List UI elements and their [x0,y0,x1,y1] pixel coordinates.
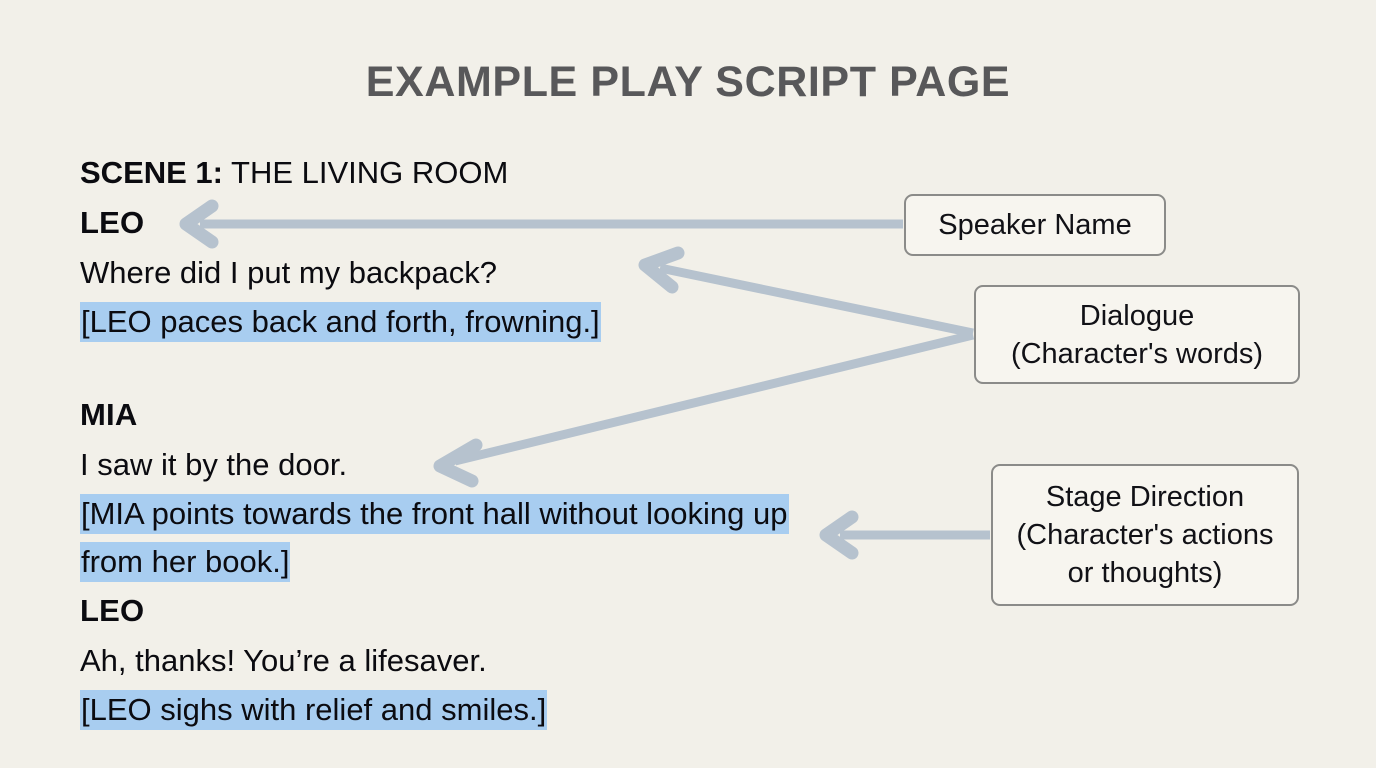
script-block: LEO Where did I put my backpack? [LEO pa… [80,198,880,346]
stage-direction-leo-1: [LEO paces back and forth, frowning.] [80,298,840,346]
scene-heading: SCENE 1: THE LIVING ROOM [80,148,880,198]
dialogue-mia: I saw it by the door. [80,447,348,482]
speaker-name-leo-2: LEO [80,593,145,628]
block-spacer [80,346,880,390]
callout-line: Speaker Name [938,209,1132,241]
script-body: SCENE 1: THE LIVING ROOM LEO Where did I… [80,148,880,734]
callout-line: Stage Direction [1045,481,1245,513]
callout-text: Speaker Name [938,206,1131,244]
dialogue-leo-1: Where did I put my backpack? [80,255,497,290]
callout-stage-direction: Stage Direction (Character's actions or … [991,464,1299,606]
speaker-name-leo-1: LEO [80,205,145,240]
stage-direction-text: [LEO paces back and forth, frowning.] [80,302,601,342]
callout-line: (Character's words) [1010,337,1264,370]
callout-line: Dialogue [1079,299,1195,332]
callout-dialogue: Dialogue (Character's words) [974,285,1300,384]
scene-setting: THE LIVING ROOM [222,155,509,190]
dialogue-leo-2: Ah, thanks! You’re a lifesaver. [80,643,487,678]
callout-text: Stage Direction (Character's actions or … [1017,478,1274,592]
script-block: LEO Ah, thanks! You’re a lifesaver. [LEO… [80,586,880,734]
stage-direction-mia: [MIA points towards the front hall witho… [80,490,840,586]
speaker-name-mia: MIA [80,397,138,432]
callout-text: Dialogue (Character's words) [1011,297,1263,373]
callout-line: (Character's actions [1016,519,1274,551]
page-title: EXAMPLE PLAY SCRIPT PAGE [365,58,1011,106]
callout-speaker-name: Speaker Name [904,194,1166,256]
script-block: MIA I saw it by the door. [MIA points to… [80,390,880,586]
stage-direction-leo-2: [LEO sighs with relief and smiles.] [80,686,840,734]
stage-direction-text: [MIA points towards the front hall witho… [80,494,789,582]
callout-line: or thoughts) [1067,557,1223,589]
scene-label: SCENE 1: [80,155,223,190]
stage-direction-text: [LEO sighs with relief and smiles.] [80,690,548,730]
